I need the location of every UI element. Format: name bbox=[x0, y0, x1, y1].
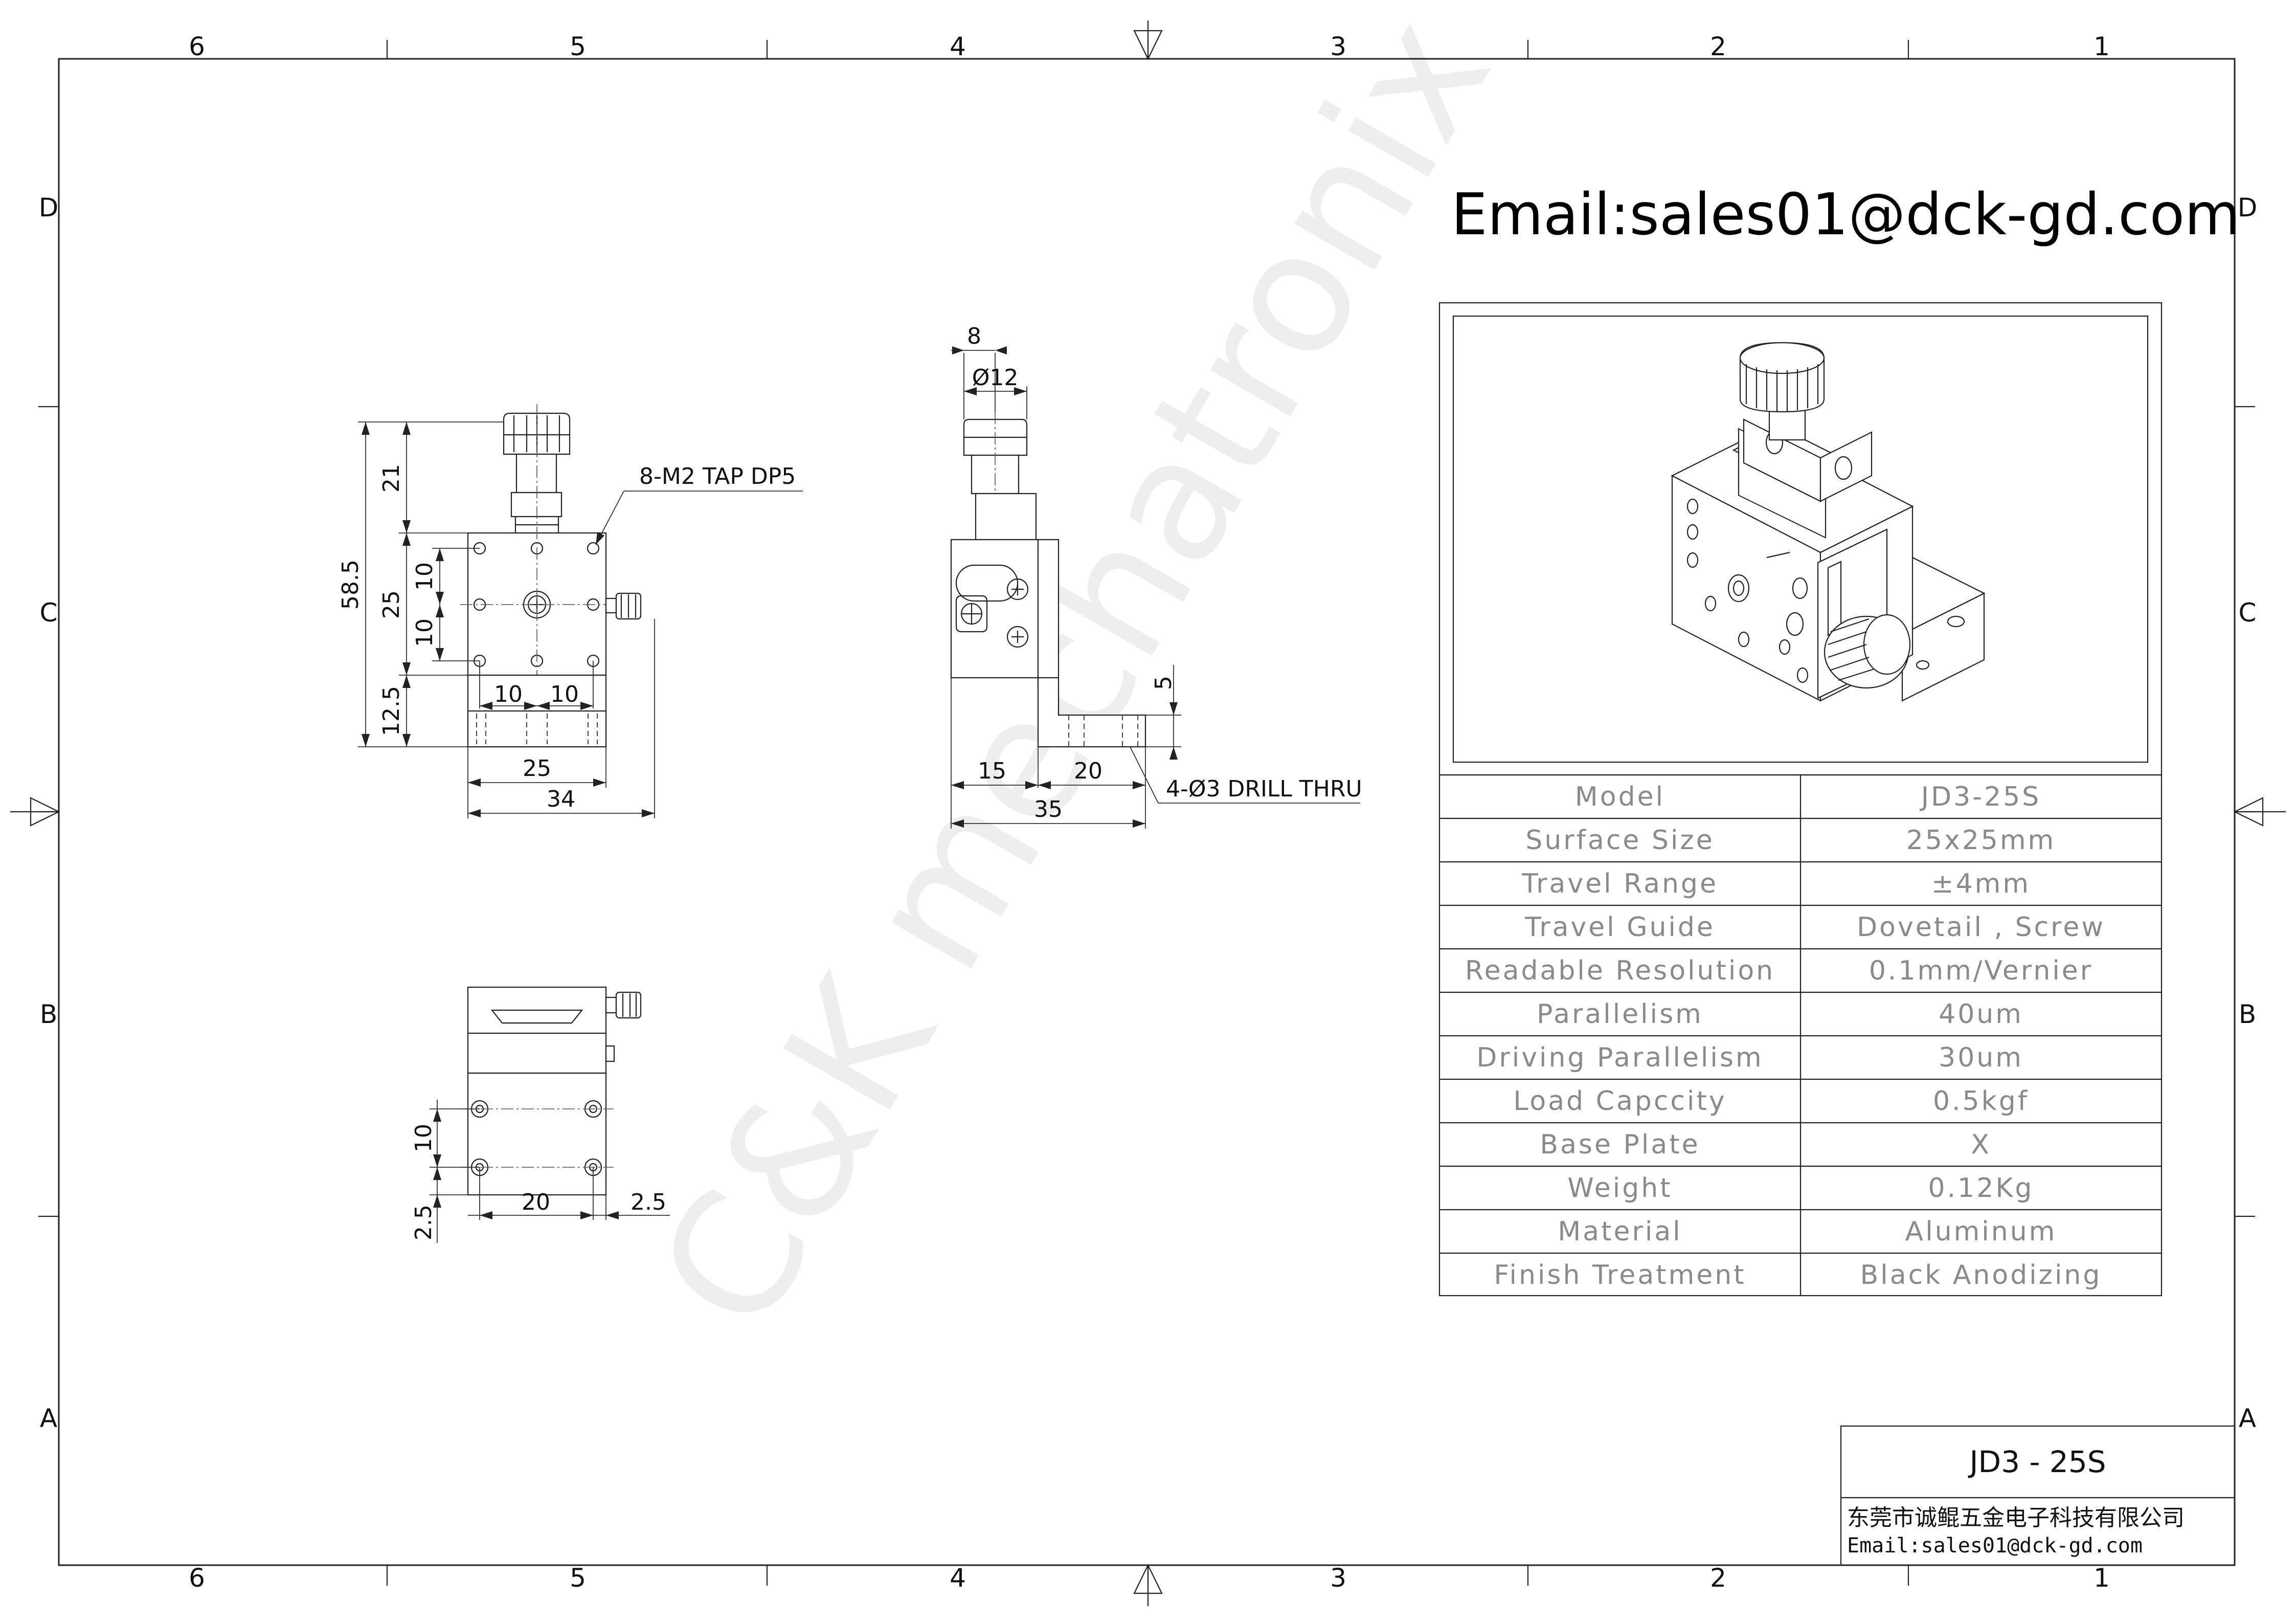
zone-row-label: B bbox=[2239, 999, 2256, 1029]
dim-body-height: 25 bbox=[378, 590, 404, 619]
dim-bottom-hole-pitch: 20 bbox=[522, 1189, 550, 1215]
dim-knob-diameter: Ø12 bbox=[972, 365, 1019, 391]
watermark: C&K mechatronix bbox=[621, 0, 1528, 1360]
zone-col-label: 2 bbox=[1710, 1563, 1726, 1593]
callout-tap-holes: 8-M2 TAP DP5 bbox=[639, 463, 796, 490]
zone-row-label: C bbox=[2239, 598, 2257, 628]
zone-labels-left: D C B A bbox=[39, 193, 59, 1433]
dim-hole-spacing-lower: 10 bbox=[412, 618, 438, 647]
zone-col-label: 5 bbox=[570, 32, 586, 61]
spec-value: Black Anodizing bbox=[1860, 1260, 2102, 1291]
side-view: 8 Ø12 5 15 20 35 4-Ø3 DRILL THRU bbox=[950, 323, 1362, 829]
dim-hole-pitch: 20 bbox=[1074, 758, 1102, 784]
stage-block bbox=[950, 539, 1039, 679]
spec-label: Readable Resolution bbox=[1465, 955, 1775, 986]
zone-row-label: D bbox=[39, 193, 59, 223]
zone-row-label: D bbox=[2238, 193, 2258, 223]
title-block: JD3 - 25S 东莞市诚鲲五金电子科技有限公司 Email:sales01@… bbox=[1840, 1425, 2236, 1566]
dim-stage-depth: 15 bbox=[978, 758, 1006, 784]
zone-col-label: 1 bbox=[2094, 1563, 2110, 1593]
zone-col-label: 3 bbox=[1330, 32, 1346, 61]
spec-label: Load Capccity bbox=[1513, 1086, 1726, 1117]
spec-label: Travel Guide bbox=[1524, 912, 1715, 943]
spec-value: Dovetail , Screw bbox=[1857, 912, 2105, 943]
drawing-frame bbox=[10, 20, 2286, 1606]
dim-hole-pitch-right: 10 bbox=[550, 681, 579, 707]
dim-hole-pitch-left: 10 bbox=[494, 681, 523, 707]
dim-base-length: 35 bbox=[1034, 796, 1063, 822]
spec-value: 0.5kgf bbox=[1933, 1086, 2029, 1117]
dim-hole-spacing-upper: 10 bbox=[412, 562, 438, 591]
spec-value: 0.1mm/Vernier bbox=[1869, 955, 2093, 986]
spec-label: Material bbox=[1558, 1216, 1682, 1247]
zone-labels-bottom: 6 5 4 3 2 1 bbox=[189, 1563, 2110, 1593]
zone-col-label: 5 bbox=[570, 1563, 586, 1593]
dim-base-height: 12.5 bbox=[378, 686, 404, 736]
spec-label: Driving Parallelism bbox=[1476, 1042, 1763, 1073]
zone-labels-right: D C B A bbox=[2238, 193, 2258, 1433]
dim-body-width: 25 bbox=[523, 755, 551, 782]
spec-value: Aluminum bbox=[1905, 1216, 2057, 1247]
zone-col-label: 6 bbox=[189, 1563, 205, 1593]
spec-value: X bbox=[1971, 1129, 1991, 1160]
dim-hole-spacing: 10 bbox=[411, 1124, 437, 1152]
zone-labels-top: 6 5 4 3 2 1 bbox=[189, 32, 2110, 61]
zone-row-label: A bbox=[40, 1404, 57, 1433]
spec-value: ±4mm bbox=[1931, 869, 2031, 899]
isometric-view bbox=[1438, 302, 2163, 776]
dim-plate-thickness: 5 bbox=[1151, 676, 1177, 690]
header-email: Email:sales01@dck-gd.com bbox=[1451, 182, 2240, 248]
bottom-view: 10 2.5 20 2.5 bbox=[411, 986, 670, 1243]
spec-value: 0.12Kg bbox=[1928, 1173, 2034, 1204]
zone-row-label: A bbox=[2239, 1404, 2256, 1433]
dim-overall-width: 34 bbox=[547, 786, 575, 812]
spec-label: Base Plate bbox=[1540, 1129, 1700, 1160]
zone-col-label: 4 bbox=[950, 1563, 966, 1593]
title-part-number: JD3 - 25S bbox=[1968, 1444, 2106, 1479]
spec-value: 25x25mm bbox=[1906, 825, 2056, 856]
dim-edge-offset: 2.5 bbox=[411, 1205, 437, 1240]
spec-value: 40um bbox=[1939, 999, 2023, 1030]
dim-knob-height: 21 bbox=[378, 464, 404, 493]
dim-knob-offset: 8 bbox=[967, 323, 981, 349]
zone-col-label: 1 bbox=[2094, 32, 2110, 61]
zone-col-label: 3 bbox=[1330, 1563, 1346, 1593]
front-view: 58.5 21 25 12.5 10 10 10 10 bbox=[337, 404, 803, 818]
zone-col-label: 6 bbox=[189, 32, 205, 61]
spec-label: Surface Size bbox=[1525, 825, 1714, 856]
spec-label: Travel Range bbox=[1521, 869, 1718, 899]
spec-table: Model JD3-25S Surface Size 25x25mm Trave… bbox=[1438, 774, 2163, 1297]
spec-label: Parallelism bbox=[1537, 999, 1703, 1030]
spec-label: Model bbox=[1575, 782, 1665, 812]
spec-value: JD3-25S bbox=[1920, 782, 2041, 812]
callout-drill-holes: 4-Ø3 DRILL THRU bbox=[1166, 776, 1362, 802]
zone-col-label: 4 bbox=[950, 32, 966, 61]
dim-overall-height: 58.5 bbox=[337, 560, 364, 610]
zone-col-label: 2 bbox=[1710, 32, 1726, 61]
title-company: 东莞市诚鲲五金电子科技有限公司 bbox=[1847, 1505, 2185, 1531]
zone-row-label: C bbox=[40, 598, 58, 628]
spec-label: Finish Treatment bbox=[1494, 1260, 1746, 1291]
spec-label: Weight bbox=[1567, 1173, 1672, 1204]
zone-row-label: B bbox=[40, 999, 57, 1029]
title-email: Email:sales01@dck-gd.com bbox=[1847, 1534, 2143, 1558]
spec-value: 30um bbox=[1939, 1042, 2023, 1073]
dim-side-offset: 2.5 bbox=[631, 1189, 666, 1215]
